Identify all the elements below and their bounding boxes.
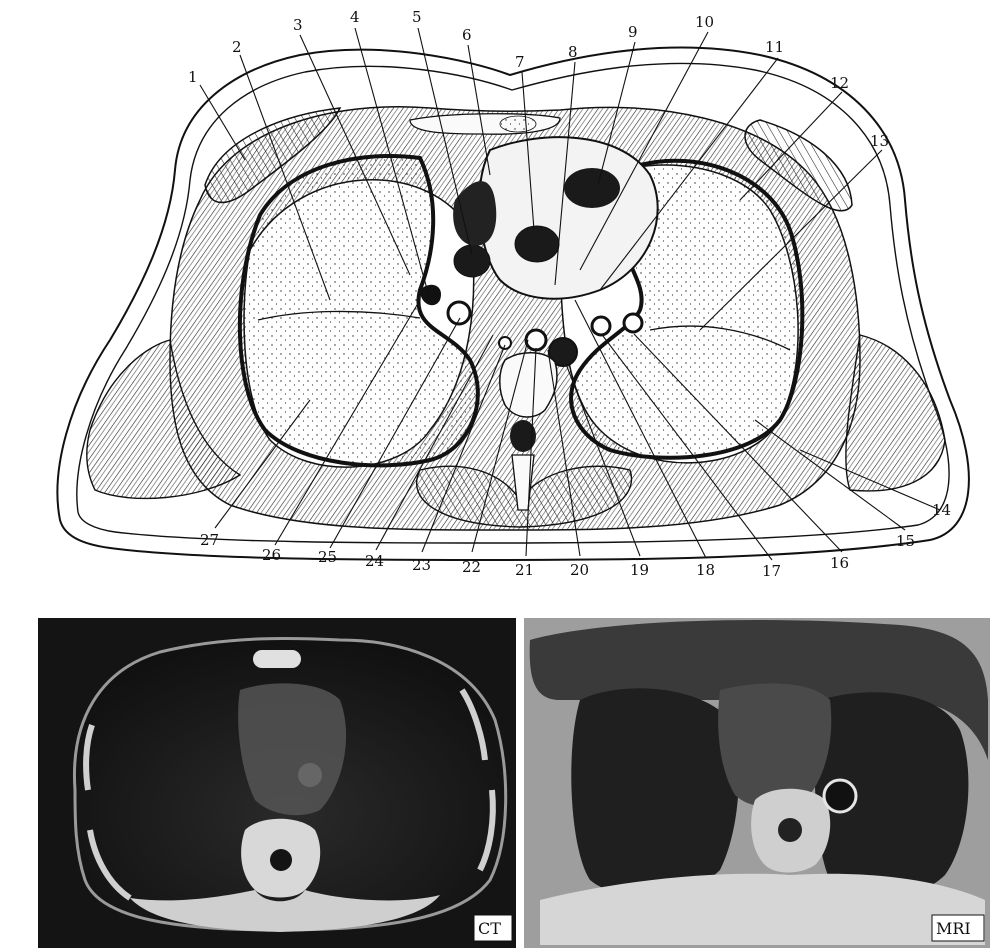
- esophagus: [526, 330, 546, 350]
- label-14: 14: [932, 501, 951, 519]
- label-11: 11: [765, 38, 784, 56]
- anatomical-diagram: [57, 48, 968, 560]
- ct-panel: CT: [38, 618, 516, 948]
- label-22: 22: [462, 558, 481, 576]
- sternal-marrow: [500, 116, 536, 132]
- mri-spinal-canal: [778, 818, 802, 842]
- ct-label: CT: [478, 919, 501, 938]
- label-27: 27: [200, 531, 219, 549]
- label-5: 5: [412, 8, 422, 26]
- label-25: 25: [318, 548, 337, 566]
- left-pulmonary-artery: [592, 317, 610, 335]
- label-4: 4: [350, 8, 360, 26]
- ct-spinal-canal: [270, 849, 292, 871]
- label-6: 6: [462, 26, 472, 44]
- mri-label: MRI: [936, 919, 971, 938]
- label-24: 24: [365, 552, 384, 570]
- label-2: 2: [232, 38, 242, 56]
- ct-sternum: [253, 650, 301, 668]
- label-10: 10: [695, 13, 714, 31]
- bronchus-right: [420, 285, 441, 305]
- label-3: 3: [293, 16, 303, 34]
- mri-right-lung: [571, 688, 738, 896]
- sternum: [410, 114, 560, 134]
- label-16: 16: [830, 554, 849, 572]
- superior-vena-cava: [454, 245, 490, 277]
- label-7: 7: [515, 53, 525, 71]
- ct-mediastinum: [238, 683, 346, 815]
- leader-1: [200, 85, 245, 160]
- azygos-vein: [499, 337, 511, 349]
- label-1: 1: [188, 68, 198, 86]
- mri-aorta: [824, 780, 856, 812]
- label-19: 19: [630, 561, 649, 579]
- label-21: 21: [515, 561, 534, 579]
- heart: [479, 137, 658, 299]
- right-lung: [240, 156, 478, 465]
- right-back-muscle: [846, 335, 945, 491]
- label-18: 18: [696, 561, 715, 579]
- label-26: 26: [262, 546, 281, 564]
- mri-panel: MRI: [524, 618, 990, 948]
- ct-aorta: [298, 763, 322, 787]
- label-12: 12: [830, 74, 849, 92]
- ascending-aorta: [515, 226, 559, 262]
- label-17: 17: [762, 562, 781, 580]
- left-atrium: [564, 168, 620, 208]
- label-15: 15: [896, 532, 915, 550]
- label-20: 20: [570, 561, 589, 579]
- label-13: 13: [870, 132, 889, 150]
- left-pulmonary-vein: [624, 314, 642, 332]
- label-23: 23: [412, 556, 431, 574]
- label-8: 8: [568, 43, 578, 61]
- label-9: 9: [628, 23, 638, 41]
